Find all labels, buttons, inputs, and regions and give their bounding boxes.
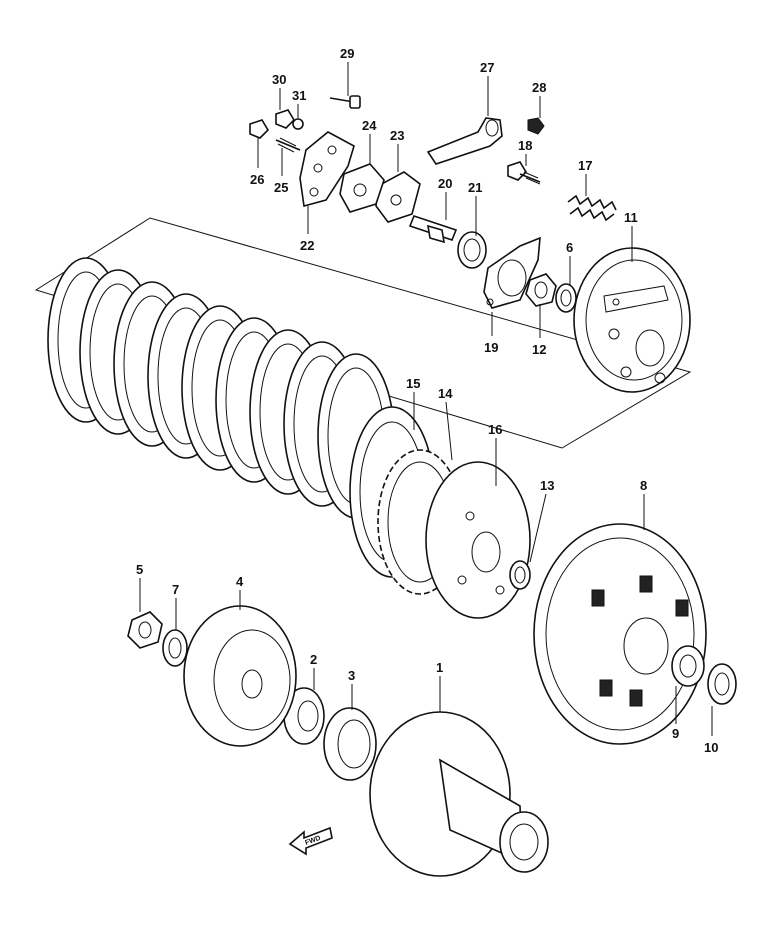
part-label-30: 30 [272,72,286,87]
part-label-23: 23 [390,128,404,143]
part-18-bolt [507,161,541,185]
part-label-3: 3 [348,668,355,683]
clutch-plate-stack [47,257,395,519]
part-label-31: 31 [292,88,306,103]
part-3-needle-bearing [323,707,377,781]
part-label-2: 2 [310,652,317,667]
part-label-18: 18 [518,138,532,153]
part-label-8: 8 [640,478,647,493]
part-label-29: 29 [340,46,354,61]
part-label-22: 22 [300,238,314,253]
part-label-26: 26 [250,172,264,187]
part-12-nut [525,273,557,307]
part-10-washer [707,663,737,705]
part-label-1: 1 [436,660,443,675]
part-19-release-plate [483,236,541,309]
part-23-cam-plate [375,171,421,223]
part-21-bearing [457,231,487,269]
part-11-sleeve-hub [573,247,691,393]
part-label-6: 6 [566,240,573,255]
part-label-10: 10 [704,740,718,755]
part-27-release-arm [426,117,503,165]
parts-25-26-30-31-fasteners [249,109,304,153]
part-9-collar [671,645,705,687]
part-label-19: 19 [484,340,498,355]
part-7-washer [162,629,188,667]
part-label-11: 11 [624,210,638,225]
part-label-15: 15 [406,376,420,391]
part-label-17: 17 [578,158,592,173]
part-label-5: 5 [136,562,143,577]
part-label-7: 7 [172,582,179,597]
part-label-4: 4 [236,574,244,589]
leader-lines [139,62,713,736]
part-label-28: 28 [532,80,546,95]
part-labels: 1 2 3 4 5 6 7 8 9 10 11 12 13 14 15 16 1… [136,46,718,755]
part-13-washer [509,560,531,590]
part-16-pressure-plate [425,461,531,619]
part-label-21: 21 [468,180,482,195]
part-28-small-bolt [527,117,545,135]
part-label-12: 12 [532,342,546,357]
part-8-clutch-housing [533,523,707,745]
part-label-25: 25 [274,180,288,195]
part-label-27: 27 [480,60,494,75]
part-5-nut [127,611,163,649]
part-20-release-pin [408,215,458,244]
part-label-14: 14 [438,386,453,401]
part-22-bracket [299,131,355,208]
part-4-centrifugal-clutch [183,605,297,747]
part-1-primary-drum [369,711,549,877]
part-label-13: 13 [540,478,554,493]
part-label-24: 24 [362,118,377,133]
part-label-9: 9 [672,726,679,741]
part-17-spring [567,194,617,222]
fwd-arrow-icon: FWD [288,826,333,856]
part-6-washer [555,283,577,313]
part-29-bolt [329,95,361,109]
part-label-20: 20 [438,176,452,191]
part-label-16: 16 [488,422,502,437]
